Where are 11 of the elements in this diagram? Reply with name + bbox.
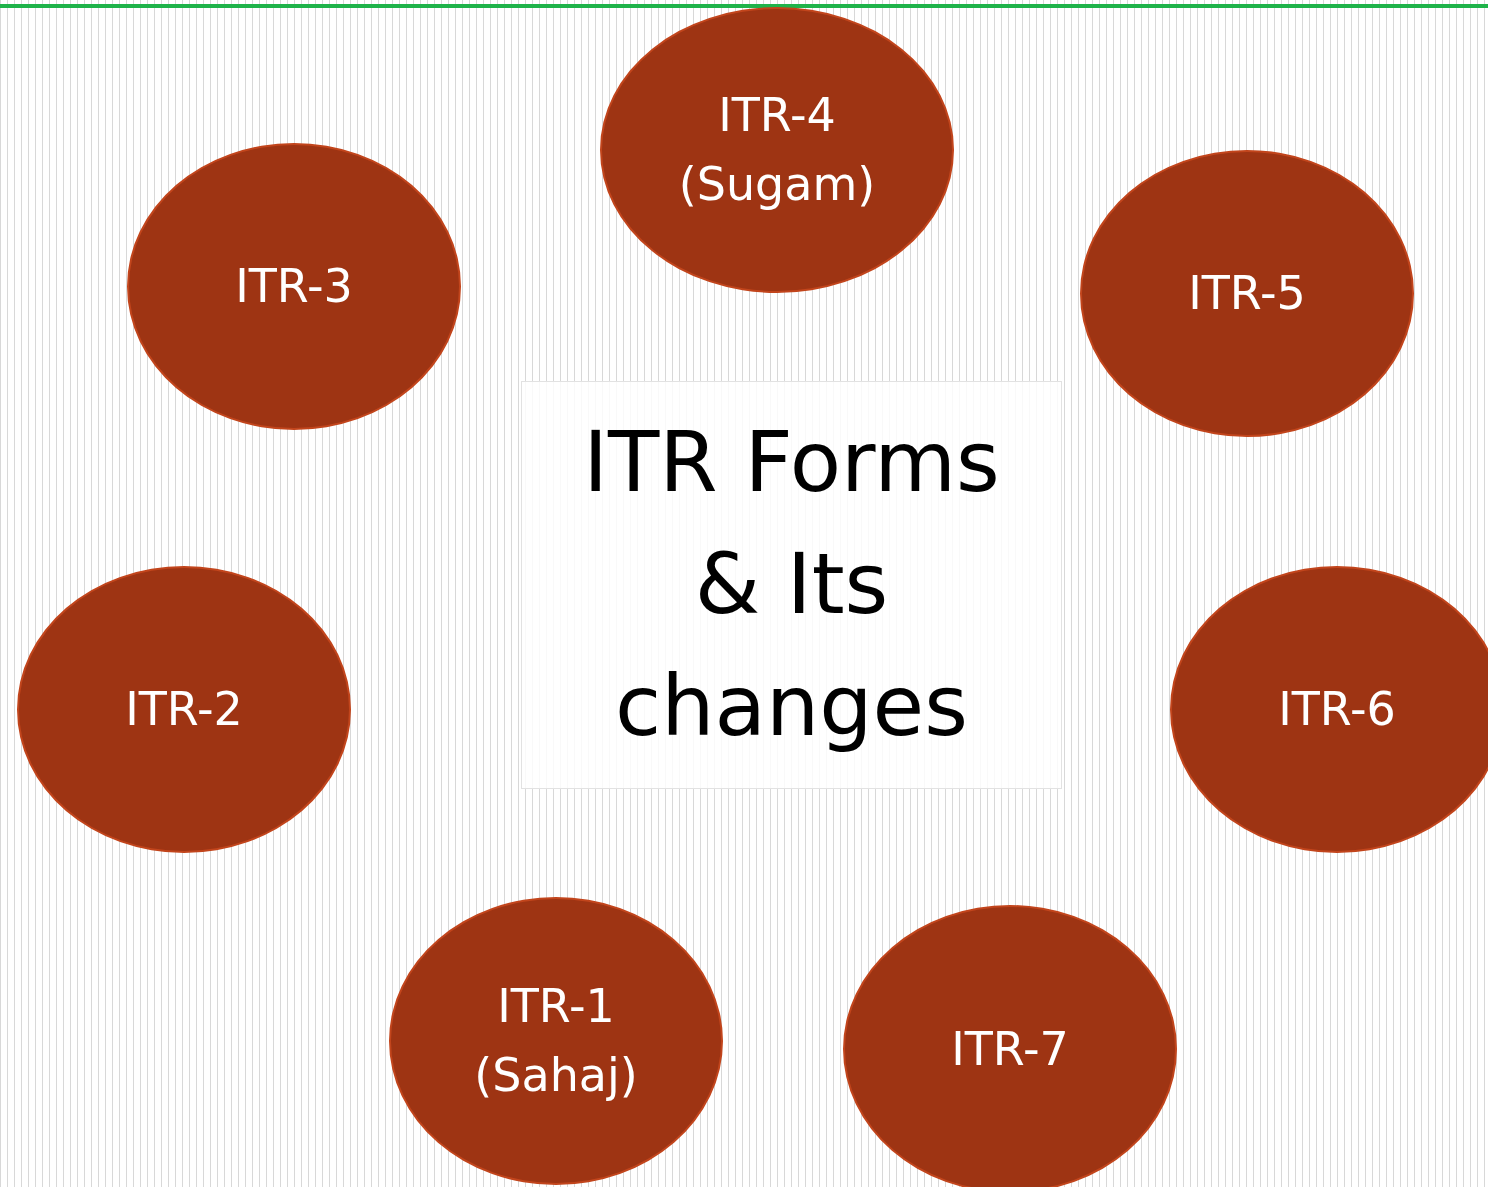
node-label: ITR-2 xyxy=(125,681,243,738)
oval-shape xyxy=(843,905,1177,1187)
oval-shape xyxy=(600,7,954,293)
node-label: ITR-1 (Sahaj) xyxy=(473,978,639,1104)
center-heading: ITR Forms & Its changes xyxy=(582,412,1001,757)
node-label: ITR-5 xyxy=(1188,265,1306,322)
node-label: ITR-4 (Sugam) xyxy=(677,87,877,213)
node-label: ITR-3 xyxy=(235,258,353,315)
node-label: ITR-7 xyxy=(951,1020,1069,1078)
node-label: ITR-6 xyxy=(1278,681,1396,738)
center-box xyxy=(521,381,1062,789)
